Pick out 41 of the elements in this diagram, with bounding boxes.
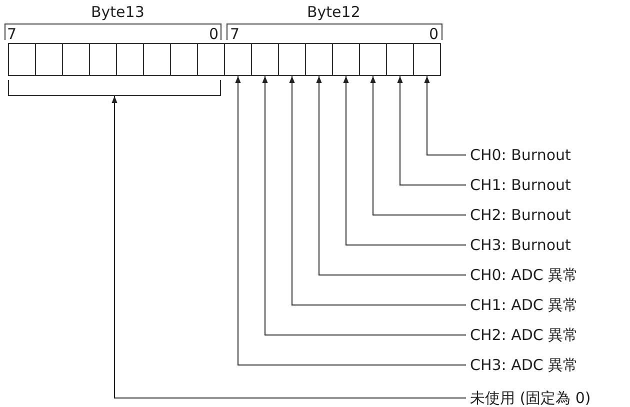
bit-label: CH2: Burnout <box>470 205 571 225</box>
bit-cell <box>89 43 117 76</box>
bit-number: 7 <box>7 24 17 44</box>
bit-number: 7 <box>230 24 240 44</box>
leader-line <box>424 76 466 156</box>
bit-label: CH2: ADC 異常 <box>470 325 578 345</box>
bit-cell <box>8 43 36 76</box>
bit-cell <box>35 43 63 76</box>
leader-line <box>397 76 466 186</box>
leader-line <box>235 76 466 366</box>
leader-line <box>289 76 466 306</box>
bit-cell <box>143 43 171 76</box>
bit-cell <box>413 43 441 76</box>
bit-label: 未使用 (固定為 0) <box>470 388 591 407</box>
bit-cell <box>251 43 279 76</box>
bracket <box>8 80 221 96</box>
bit-label: CH1: ADC 異常 <box>470 295 578 315</box>
bit-number: 0 <box>429 24 439 44</box>
bit-label: CH0: Burnout <box>470 145 571 165</box>
bit-cell <box>62 43 90 76</box>
byte-label: Byte12 <box>307 2 360 22</box>
bit-cell <box>305 43 333 76</box>
bit-label: CH3: Burnout <box>470 235 571 255</box>
bit-label: CH1: Burnout <box>470 175 571 195</box>
bit-cell <box>197 43 225 76</box>
bit-label: CH0: ADC 異常 <box>470 265 578 285</box>
byte-label: Byte13 <box>91 2 144 22</box>
bit-cell <box>332 43 360 76</box>
leader-line <box>316 76 466 276</box>
leader-line <box>112 96 466 398</box>
bit-cell <box>116 43 144 76</box>
bit-number: 0 <box>209 24 219 44</box>
bit-cell <box>224 43 252 76</box>
leader-line <box>343 76 466 246</box>
bit-cell <box>359 43 387 76</box>
bit-cell <box>278 43 306 76</box>
bit-label: CH3: ADC 異常 <box>470 355 578 375</box>
bit-cell <box>386 43 414 76</box>
leader-line <box>262 76 466 336</box>
bit-cell <box>170 43 198 76</box>
leader-line <box>370 76 466 216</box>
